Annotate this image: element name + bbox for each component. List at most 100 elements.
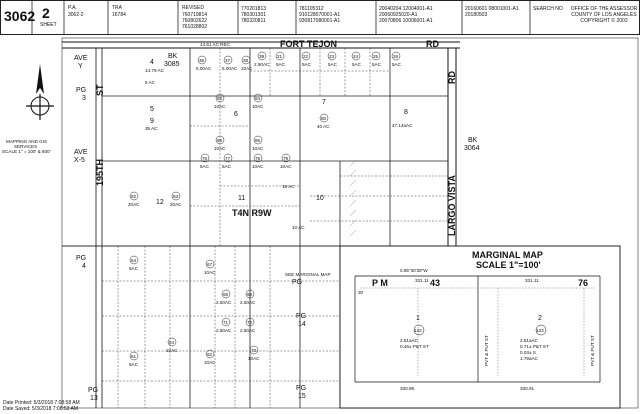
marginal-pm-page: 76	[578, 278, 588, 288]
svg-text:38: 38	[243, 58, 249, 63]
parcel-37: 37 5.00AC	[222, 55, 238, 71]
block-5: 5	[150, 106, 154, 113]
block-8: 8	[404, 109, 408, 116]
svg-text:36: 36	[199, 58, 205, 63]
parcel-text-4714: 47.14aAC	[392, 123, 413, 128]
svg-text:5AC: 5AC	[276, 62, 286, 67]
parcel-text-9: 9	[150, 118, 154, 125]
svg-text:2.50AC: 2.50AC	[216, 300, 232, 305]
marginal-parcel-2-area4: 1.79aAC	[520, 356, 539, 361]
svg-text:84: 84	[255, 96, 261, 101]
marginal-pm-label: P M	[372, 278, 388, 288]
marginal-pvt-st-left: PVT & PUT ST	[484, 335, 489, 366]
svg-text:37: 37	[225, 58, 231, 63]
block-12: 12	[156, 199, 164, 206]
rev-b-2: 910128070001-A1	[299, 12, 341, 18]
parcel-map: FORT TEJON RD 14.61 AC REC LARGO VISTA R…	[2, 37, 639, 409]
marginal-side-dim: 30	[358, 290, 364, 295]
parcel-61: 61 5AC	[129, 351, 139, 367]
parcel-69: 692.50AC	[240, 289, 256, 305]
svg-text:62: 62	[207, 352, 213, 357]
marginal-parcel-2-area: 2.51aAC	[520, 338, 539, 343]
pa-value: 3062-2	[68, 12, 84, 18]
svg-text:5.00AC: 5.00AC	[222, 66, 238, 71]
svg-text:73: 73	[251, 348, 257, 353]
rev-b-3: 930817080001-A1	[299, 18, 341, 24]
marginal-parcel-2-num: 2	[538, 315, 542, 322]
street-195th	[95, 48, 103, 408]
revised-date-3: 761028802	[182, 24, 208, 30]
tra-label: TRA	[112, 5, 122, 11]
svg-text:79: 79	[283, 156, 289, 161]
marginal-pvt-st-right: PVT & PUT ST	[590, 335, 595, 366]
svg-text:5AC: 5AC	[222, 164, 232, 169]
svg-text:25: 25	[373, 54, 379, 59]
svg-text:5AC: 5AC	[129, 362, 139, 367]
svg-text:93: 93	[173, 194, 179, 199]
revised-date-2: 760802622	[182, 18, 208, 24]
tra-value: 16784	[112, 12, 126, 18]
svg-text:10AC: 10AC	[248, 356, 260, 361]
marginal-parcel-2-area3: 0.03± S	[520, 350, 536, 355]
date-printed: Date Printed: 5/3/2018 7:08:58 AM	[3, 400, 80, 406]
date-saved: Date Saved: 5/3/2018 7:08:53 AM	[3, 406, 79, 412]
svg-text:61: 61	[131, 354, 137, 359]
svg-text:10AC: 10AC	[252, 146, 264, 151]
office-line-1: OFFICE OF THE ASSESSOR	[570, 6, 638, 12]
svg-text:10AC: 10AC	[241, 66, 253, 71]
parcel-text-35ac: 35 AC	[145, 126, 158, 131]
svg-text:68: 68	[223, 292, 229, 297]
svg-text:82: 82	[131, 194, 137, 199]
fort-tejon-road	[62, 41, 460, 49]
rev-c-1: 20040204 12004001-A1	[379, 6, 433, 12]
parcel-text-1479: 14.79 AC	[145, 68, 165, 73]
street-st-label: ST	[95, 84, 105, 96]
rev-c-2: 20060925020-A1	[379, 12, 418, 18]
parcel-68: 68 2.50AC	[216, 289, 232, 305]
office-line-3: COPYRIGHT © 2002	[580, 18, 628, 24]
svg-text:2.50AC: 2.50AC	[240, 300, 256, 305]
svg-text:85: 85	[217, 138, 223, 143]
street-195th-label: 195TH	[95, 159, 105, 186]
svg-text:71: 71	[223, 320, 229, 325]
parcel-39: 392.50AC	[254, 51, 270, 67]
marginal-scale: SCALE 1"=100'	[476, 260, 541, 270]
svg-text:24: 24	[353, 54, 359, 59]
revised-label: REVISED	[182, 5, 204, 11]
svg-text:26: 26	[393, 54, 399, 59]
svg-text:5.00AC: 5.00AC	[196, 66, 212, 71]
rev-a-1: 770201813	[241, 6, 267, 12]
svg-text:5AC: 5AC	[302, 62, 312, 67]
svg-text:5AC: 5AC	[328, 62, 338, 67]
marginal-dim-331-left: 331.11	[415, 278, 429, 283]
rev-d-2: 20180503	[465, 12, 488, 18]
block-7: 7	[322, 99, 326, 106]
title-block: 3062 2 SHEET P.A. 3062-2 TRA 16784 REVIS…	[0, 0, 640, 36]
road-fort-tejon: FORT TEJON	[280, 39, 337, 49]
svg-text:72: 72	[247, 320, 253, 325]
svg-text:77: 77	[225, 156, 231, 161]
marginal-parcel-2-id: 133	[536, 328, 544, 333]
